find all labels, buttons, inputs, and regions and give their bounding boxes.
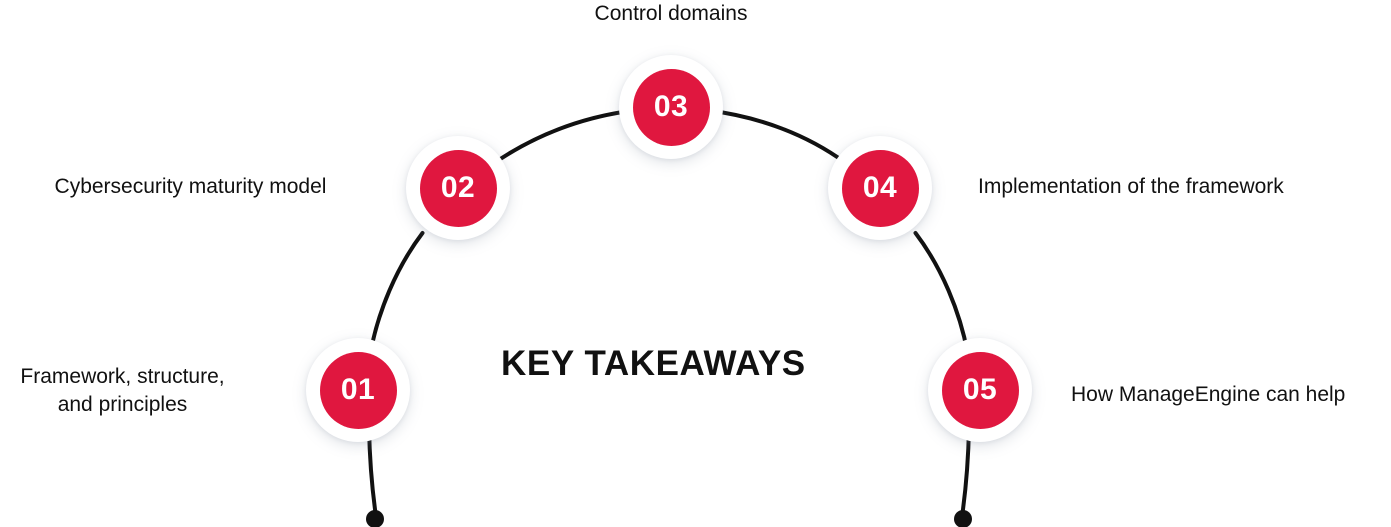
page-title: KEY TAKEAWAYS [501,344,806,383]
arc-end-dot-right [954,510,972,527]
step-disc-01: 01 [319,351,397,429]
step-disc-03: 03 [632,68,710,146]
step-node-04[interactable]: 04 [828,136,932,240]
step-number-02: 02 [440,171,476,204]
step-disc-05: 05 [941,351,1019,429]
step-number-03: 03 [653,90,689,123]
arc-segment-02-to-03 [491,108,635,166]
step-node-03[interactable]: 03 [619,55,723,159]
step-node-05[interactable]: 05 [928,338,1032,442]
step-disc-02: 02 [419,149,497,227]
step-label-03: Control domains [594,2,748,25]
step-node-02[interactable]: 02 [406,136,510,240]
step-disc-04: 04 [841,149,919,227]
step-number-05: 05 [962,373,998,406]
arc-segment-04-to-05 [913,231,970,355]
step-label-04: Implementation of the framework [978,175,1284,198]
step-label-01: Framework, structure, and principles [20,365,225,417]
arc-segment-03-to-04 [707,108,847,165]
arc-end-dot-left [366,510,384,527]
step-label-02: Cybersecurity maturity model [54,175,327,198]
step-number-01: 01 [340,373,376,406]
step-node-01[interactable]: 01 [306,338,410,442]
step-number-04: 04 [862,171,898,204]
arc-segment-01-to-02 [368,231,425,355]
step-label-05: How ManageEngine can help [1071,383,1346,406]
